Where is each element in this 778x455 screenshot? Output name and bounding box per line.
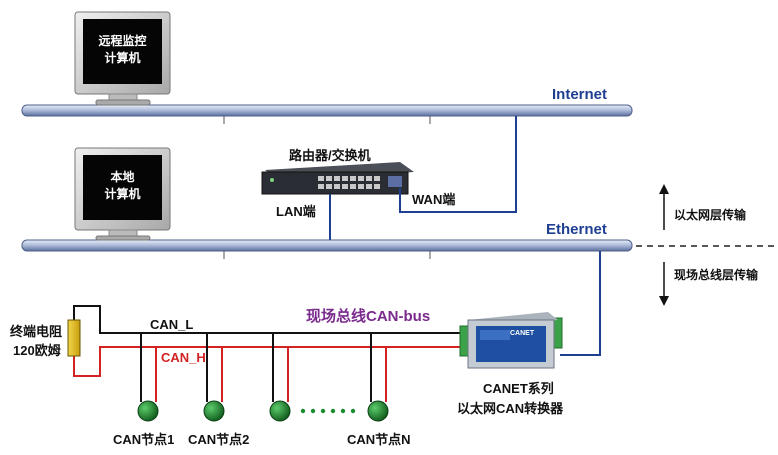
ethernet-label: Ethernet [546,221,607,238]
remote-monitor-line1: 远程监控 [98,34,147,48]
terminator-label-line1: 终端电阻 [10,324,63,339]
can-node-n-label: CAN节点N [347,432,411,447]
can-node-2-label: CAN节点2 [188,432,250,447]
terminator-label-line2: 120欧姆 [13,343,61,358]
converter-caption-line2: 以太网CAN转换器 [457,401,564,416]
local-monitor-text: 本地 计算机 [83,169,162,203]
ethernet-layer-label: 以太网层传输 [674,208,747,222]
can-node-1-label: CAN节点1 [113,432,175,447]
local-computer-monitor-icon [74,147,171,241]
lan-port-label: LAN端 [276,204,316,219]
router-switch-icon [261,162,414,195]
remote-monitor-line2: 计算机 [104,51,141,65]
local-monitor-line1: 本地 [110,170,135,184]
router-title: 路由器/交换机 [289,148,371,163]
converter-ethernet-link [560,251,601,356]
more-nodes-ellipsis-icon [300,408,356,414]
can-node-3-icon [269,400,291,422]
can-l-label: CAN_L [150,317,194,332]
fieldbus-layer-label: 现场总线层传输 [674,268,759,282]
canet-converter-icon [459,312,563,369]
converter-caption-line1: CANET系列 [483,381,554,396]
can-h-label: CAN_H [161,350,206,365]
fieldbus-title: 现场总线CAN-bus [306,308,431,325]
wan-link [399,116,517,213]
ethernet-bus [21,239,633,252]
remote-monitor-text: 远程监控 计算机 [83,33,162,67]
can-node-1-icon [137,400,159,422]
can-node-2-icon [203,400,225,422]
local-monitor-line2: 计算机 [104,187,141,201]
down-arrow-icon [659,262,669,306]
can-l-line [73,305,460,334]
terminator-resistor-icon [67,319,81,357]
can-node-n-icon [367,400,389,422]
internet-label: Internet [552,86,608,103]
remote-computer-monitor-icon [74,11,171,106]
wan-port-label: WAN端 [412,192,456,207]
canet-device-label: CANET [510,330,535,337]
up-arrow-icon [659,184,669,230]
internet-bus [21,104,633,117]
can-h-line [73,346,460,377]
